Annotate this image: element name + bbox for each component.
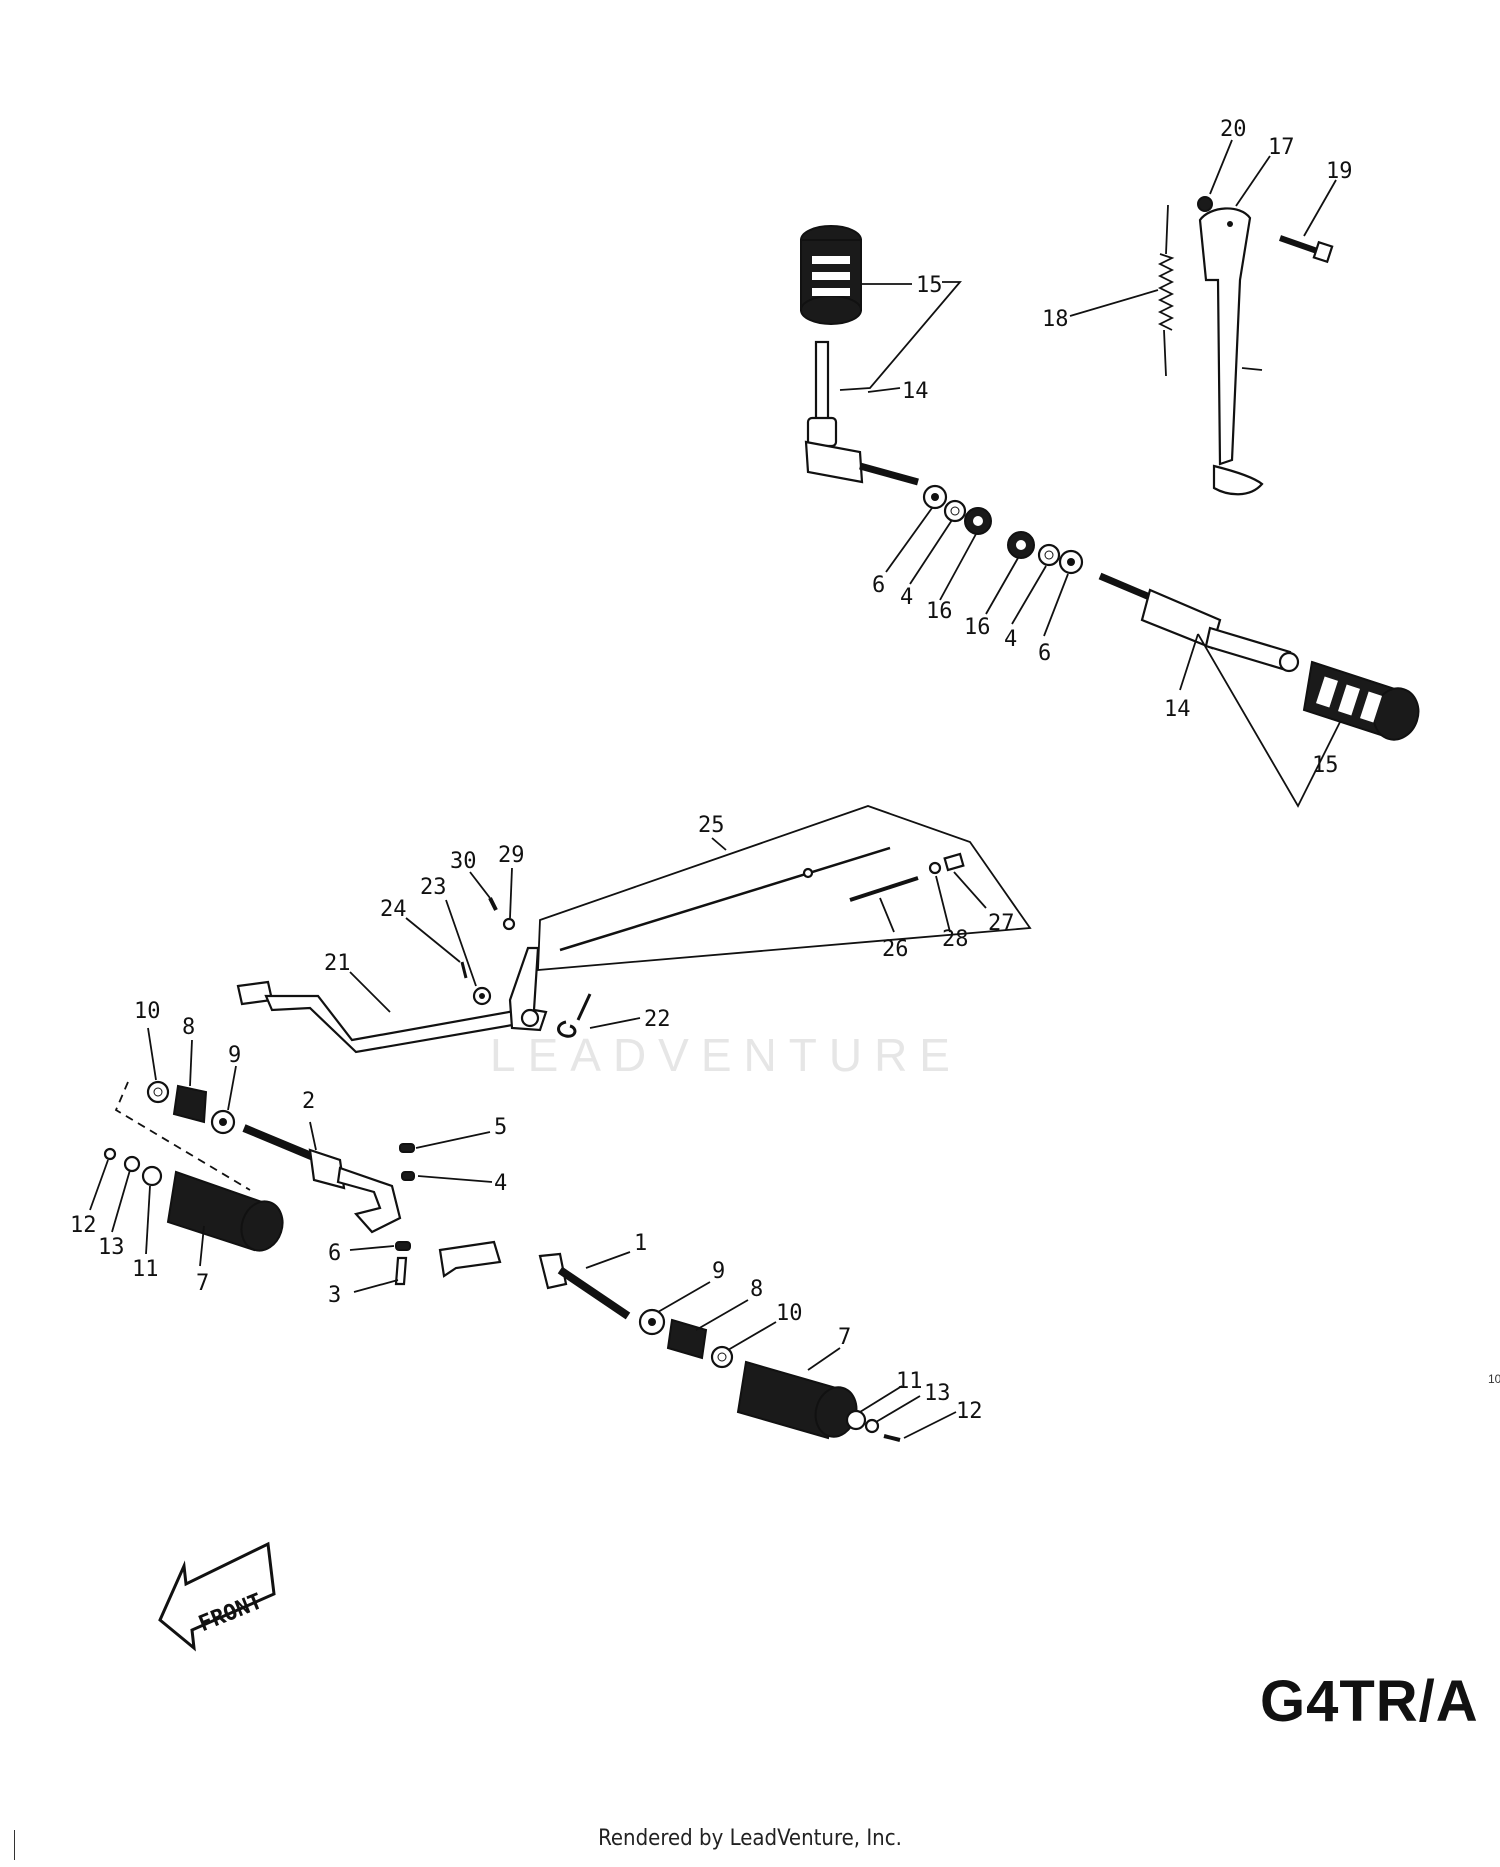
label-29: 29 [498, 843, 525, 868]
pivot-bolt [1279, 235, 1334, 264]
footpeg-arm-upper [804, 340, 919, 486]
label-11-right: 11 [896, 1369, 923, 1394]
washer-set-left [922, 484, 992, 535]
footpeg-rubber-right [1302, 660, 1420, 741]
label-24: 24 [380, 897, 407, 922]
label-27: 27 [988, 911, 1015, 936]
label-5: 5 [494, 1115, 507, 1140]
part-labels: 20 17 19 15 18 14 6 4 16 16 4 6 14 15 25… [70, 117, 1353, 1424]
label-20: 20 [1220, 117, 1247, 142]
label-7-left: 7 [196, 1271, 209, 1296]
label-30: 30 [450, 849, 477, 874]
label-15-right: 15 [1312, 753, 1339, 778]
footer-credit: Rendered by LeadVenture, Inc. [598, 1826, 902, 1851]
label-6-right: 6 [1038, 641, 1051, 666]
label-8-right: 8 [750, 1277, 763, 1302]
label-8-left: 8 [182, 1015, 195, 1040]
label-1: 1 [634, 1231, 647, 1256]
label-28: 28 [942, 927, 969, 952]
brake-rod-group-outline [537, 805, 1032, 971]
label-7-right: 7 [838, 1325, 851, 1350]
label-9-left: 9 [228, 1043, 241, 1068]
label-17: 17 [1268, 135, 1295, 160]
front-arrow: FRONT [158, 1541, 276, 1652]
label-15-upper: 15 [916, 273, 943, 298]
label-19: 19 [1326, 159, 1353, 184]
label-2: 2 [302, 1089, 315, 1114]
label-12-left: 12 [70, 1213, 97, 1238]
leader-lines [89, 139, 1341, 1439]
label-26: 26 [882, 937, 909, 962]
footpeg-rubber-upper [800, 225, 862, 325]
brake-pedal-assembly [236, 805, 1032, 1054]
label-10-right: 10 [776, 1301, 803, 1326]
label-10-left: 10 [134, 999, 161, 1024]
label-3: 3 [328, 1283, 341, 1308]
washer-set-right [1007, 531, 1084, 575]
label-13-left: 13 [98, 1235, 125, 1260]
page-number-fragment: 10 [1488, 1372, 1500, 1386]
label-6-left: 6 [872, 573, 885, 598]
label-4-lower: 4 [494, 1171, 507, 1196]
label-16-right: 16 [964, 615, 991, 640]
watermark: LEADVENTURE [490, 1029, 962, 1081]
upper-footpeg-assembly [800, 196, 1420, 741]
side-stand [1198, 207, 1264, 496]
label-13-right: 13 [924, 1381, 951, 1406]
label-23: 23 [420, 875, 447, 900]
lower-footpeg-assembly [103, 1080, 901, 1442]
label-14-upper: 14 [902, 379, 929, 404]
label-22: 22 [644, 1007, 671, 1032]
pivot-nut [1197, 196, 1213, 212]
label-11-left: 11 [132, 1257, 159, 1282]
side-stand-spring [1157, 204, 1175, 377]
label-18: 18 [1042, 307, 1069, 332]
label-9-right: 9 [712, 1259, 725, 1284]
label-14-right: 14 [1164, 697, 1191, 722]
label-21: 21 [324, 951, 351, 976]
label-4-right: 4 [1004, 627, 1017, 652]
footpeg-arm-right [1098, 572, 1300, 673]
model-code: G4TR/A [1260, 1669, 1479, 1734]
margin-mark [14, 1830, 15, 1860]
label-25: 25 [698, 813, 725, 838]
label-16-left: 16 [926, 599, 953, 624]
label-4-left: 4 [900, 585, 913, 610]
label-12-right: 12 [956, 1399, 983, 1424]
label-6-lower: 6 [328, 1241, 341, 1266]
